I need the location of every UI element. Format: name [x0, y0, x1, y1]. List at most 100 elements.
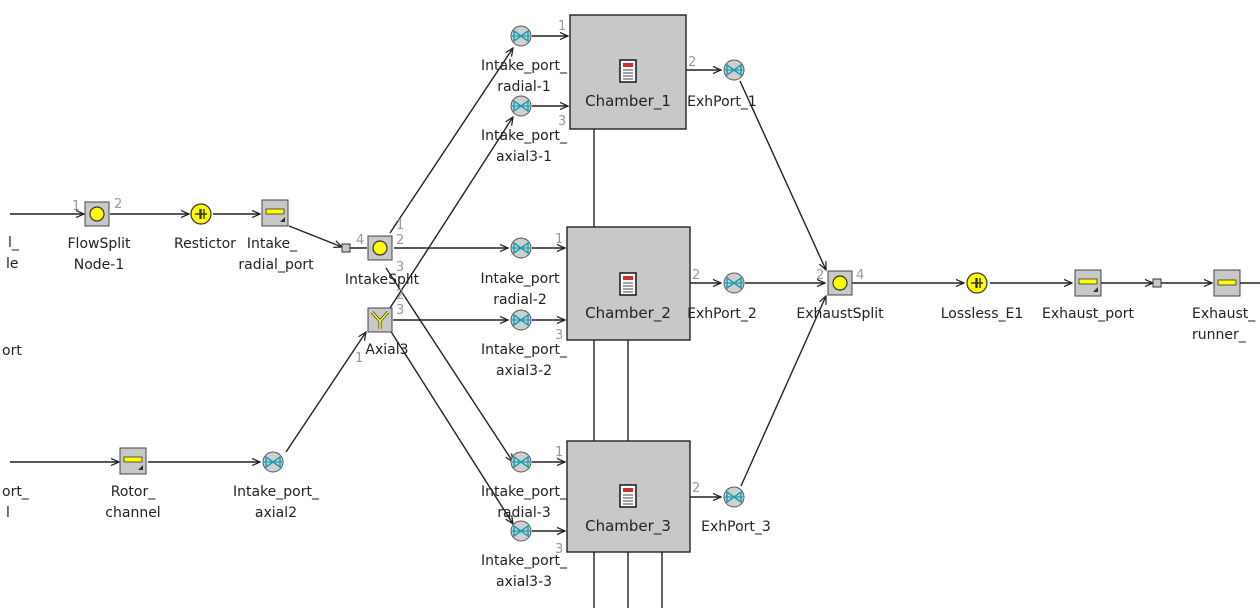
axial3-2-label: axial3-2 [496, 363, 552, 379]
port-number: 3 [396, 260, 404, 275]
axial3[interactable] [367, 307, 393, 333]
exhport-2[interactable] [723, 272, 745, 294]
flowsplit-icon [827, 270, 853, 296]
edge-label: ort [2, 343, 22, 359]
valve-icon [510, 520, 532, 542]
radial-2-label: Intake_port [481, 271, 561, 287]
axial3-2-label: Intake_port_ [481, 342, 568, 358]
lossless-e1-label: Lossless_E1 [941, 306, 1024, 322]
radial-3-label: Intake_port_ [481, 484, 568, 500]
valve-icon [723, 59, 745, 81]
port-number: 2 [816, 268, 824, 283]
flowsplit-node-1[interactable] [84, 201, 110, 227]
exhport-1-label: ExhPort_1 [687, 94, 757, 110]
exhport-3[interactable] [723, 486, 745, 508]
port-number: 3 [555, 328, 563, 343]
exhaustsplit[interactable] [827, 270, 853, 296]
flowsplit-icon [84, 201, 110, 227]
radial-1-label: Intake_port_ [481, 58, 568, 74]
exhaustsplit-label: ExhaustSplit [796, 306, 884, 322]
restrictor-icon [966, 272, 988, 294]
port-number: 2 [692, 481, 700, 496]
intake-port-axial2[interactable] [262, 451, 284, 473]
port-number: 3 [396, 303, 404, 318]
connections [10, 36, 1212, 531]
pipe-icon [119, 447, 147, 475]
radial-2-label: radial-2 [493, 292, 547, 308]
radial-3-label: radial-3 [497, 505, 551, 521]
exhport-1[interactable] [723, 59, 745, 81]
intake-port-axial3-2[interactable] [510, 309, 532, 331]
port-number: 4 [356, 233, 364, 248]
intake-port-radial-1[interactable] [510, 25, 532, 47]
rotor-channel-label: channel [105, 505, 160, 521]
chamber-icon [619, 59, 637, 83]
exhaust-runner[interactable] [1213, 269, 1260, 297]
port-number: 1 [558, 19, 566, 34]
restictor[interactable] [190, 203, 212, 225]
pipe-icon [1074, 269, 1102, 297]
chamber-1[interactable] [569, 14, 687, 130]
chamber-2-label: Chamber_2 [585, 304, 671, 323]
axial3-3-label: axial3-3 [496, 574, 552, 590]
port-number: 2 [114, 197, 122, 212]
restictor-label: Restictor [174, 236, 236, 252]
chamber-icon [619, 272, 637, 296]
exhaust-runner-label: runner_ [1192, 327, 1247, 343]
flowsplit-label: FlowSplit [68, 236, 132, 252]
intake-port-axial2-label: axial2 [255, 505, 297, 521]
chamber-2[interactable] [566, 226, 691, 341]
exhaust-port[interactable] [1074, 269, 1102, 297]
intake-radial-port-label: radial_port [238, 257, 314, 273]
chamber-3-label: Chamber_3 [585, 517, 671, 536]
intake-port-radial-2[interactable] [510, 237, 532, 259]
restrictor-icon [190, 203, 212, 225]
intake-port-radial-3[interactable] [510, 451, 532, 473]
intake-port-axial3-1[interactable] [510, 95, 532, 117]
connector-node[interactable] [341, 243, 351, 253]
axial3-1-label: Intake_port_ [481, 128, 568, 144]
port-number: 3 [555, 542, 563, 557]
edge-label: l [6, 505, 10, 521]
port-number: 1 [355, 351, 363, 366]
port-number: 4 [856, 268, 864, 283]
valve-icon [510, 95, 532, 117]
exhport-3-label: ExhPort_3 [701, 519, 771, 535]
axial3-1-label: axial3-1 [496, 149, 552, 165]
valve-icon [723, 486, 745, 508]
port-number: 1 [555, 232, 563, 247]
radial-1-label: radial-1 [497, 79, 551, 95]
axial3-3-label: Intake_port_ [481, 553, 568, 569]
lossless-e1[interactable] [966, 272, 988, 294]
port-number: 1 [72, 199, 80, 214]
valve-icon [723, 272, 745, 294]
valve-icon [510, 25, 532, 47]
intakesplit[interactable] [367, 235, 393, 261]
valve-icon [262, 451, 284, 473]
chamber-1-label: Chamber_1 [585, 92, 671, 111]
exhaust-port-label: Exhaust_port [1042, 306, 1134, 322]
intakesplit-label: IntakeSplit [345, 272, 420, 288]
valve-icon [510, 309, 532, 331]
edge-label: ort_ [2, 484, 30, 500]
edge-label: l_ [8, 235, 20, 251]
chamber-icon [619, 484, 637, 508]
rotor-channel[interactable] [119, 447, 147, 475]
rotor-channel-label: Rotor_ [111, 484, 156, 500]
exhaust-runner-label: Exhaust_ [1192, 306, 1256, 322]
valve-icon [510, 237, 532, 259]
connector-node[interactable] [1152, 278, 1162, 288]
intake-port-axial3-3[interactable] [510, 520, 532, 542]
port-number: 2 [692, 268, 700, 283]
exhport-2-label: ExhPort_2 [687, 306, 757, 322]
chamber-3[interactable] [566, 440, 691, 553]
intake-port-axial2-label: Intake_port_ [233, 484, 320, 500]
intake-radial-port-label: Intake_ [247, 236, 298, 252]
flowsplit-label: Node-1 [74, 257, 125, 273]
intake-radial-port[interactable] [261, 199, 289, 227]
port-number: 3 [558, 114, 566, 129]
flowsplit-icon [367, 235, 393, 261]
port-number: 2 [688, 55, 696, 70]
valve-icon [510, 451, 532, 473]
axial3-label: Axial3 [365, 342, 408, 358]
